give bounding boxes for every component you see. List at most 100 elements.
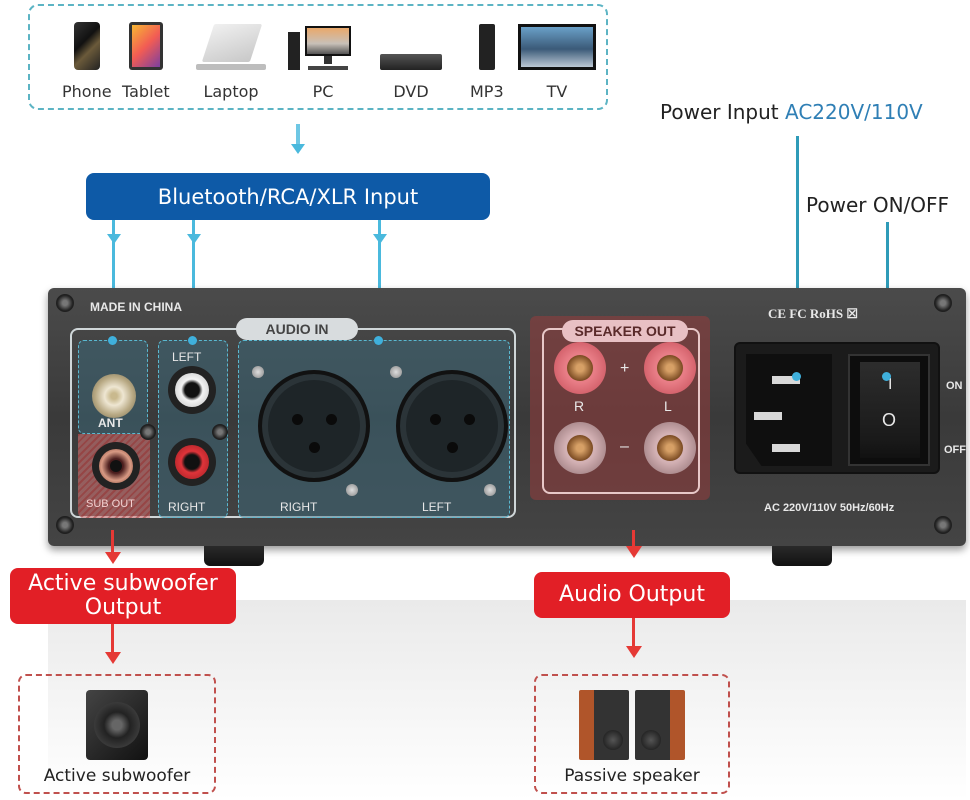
device-dvd: DVD [380, 18, 442, 101]
sub-out-label: SUB OUT [86, 498, 135, 510]
speaker-destination: Passive speaker [534, 674, 730, 794]
screw-icon [934, 516, 952, 534]
socket-blade [754, 412, 782, 420]
screw-icon [212, 424, 228, 440]
off-label: OFF [944, 444, 966, 456]
arrow-down-icon [187, 234, 201, 244]
bolt-icon [390, 366, 402, 378]
source-devices-box: Phone Tablet Laptop PC DVD MP3 TV [28, 4, 608, 110]
pointer-dot [374, 336, 383, 345]
power-spec-label: AC 220V/110V 50Hz/60Hz [764, 502, 895, 514]
xlr-left-connector [396, 370, 508, 482]
pointer-dot [188, 336, 197, 345]
ant-label: ANT [98, 416, 123, 430]
audio-arrow-line [632, 618, 635, 648]
pointer-dot [882, 372, 891, 381]
speaker-r-plus-post [554, 342, 606, 394]
bolt-icon [484, 484, 496, 496]
input-banner: Bluetooth/RCA/XLR Input [86, 173, 490, 220]
mp3-icon [478, 24, 495, 70]
sub-out-jack [92, 442, 140, 490]
arrow-down-icon [626, 646, 642, 658]
subwoofer-icon [86, 690, 148, 760]
xlr-right-label: RIGHT [280, 500, 318, 514]
amplifier-rear-panel: MADE IN CHINA AUDIO IN ANT SUB OUT LEFT … [48, 288, 966, 546]
audio-output-label: Audio Output [534, 572, 730, 618]
phone-icon [73, 22, 100, 70]
rca-left-jack [168, 366, 216, 414]
arrow-down-icon [291, 144, 305, 154]
tablet-icon [128, 22, 163, 70]
pointer-dot [792, 372, 801, 381]
sub-arrow-line [111, 530, 114, 556]
arrow-down-icon [105, 552, 121, 564]
device-laptop: Laptop [196, 18, 266, 101]
device-tv: TV [518, 18, 596, 101]
audio-in-label: AUDIO IN [236, 318, 358, 340]
device-label: PC [312, 82, 334, 101]
device-label: DVD [393, 82, 429, 101]
arrow-down-icon [105, 652, 121, 664]
speaker-l-minus-post [644, 422, 696, 474]
amp-foot [204, 546, 264, 566]
arrow-down-icon [626, 546, 642, 558]
speaker-out-label: SPEAKER OUT [562, 320, 688, 342]
device-pc: PC [288, 18, 358, 101]
power-input-line [796, 136, 799, 378]
device-label: Tablet [122, 82, 170, 101]
switch-off-glyph: O [882, 410, 897, 430]
power-module: I O [734, 342, 940, 474]
panel-reflection [48, 600, 966, 800]
xlr-right-connector [258, 370, 370, 482]
xlr-left-label: LEFT [422, 500, 452, 514]
power-rocker-switch[interactable]: I O [848, 354, 930, 466]
arrow-line-xlr [378, 220, 381, 342]
power-input-label: Power Input AC220V/110V [660, 100, 923, 124]
arrow-line-rca [192, 220, 195, 342]
screw-icon [934, 294, 952, 312]
power-input-value: AC220V/110V [784, 100, 923, 124]
socket-blade [772, 444, 800, 452]
made-in-label: MADE IN CHINA [90, 300, 182, 314]
device-mp3: MP3 [470, 18, 504, 101]
arrow-line [296, 124, 300, 146]
speaker-label: Passive speaker [564, 766, 700, 786]
screw-icon [56, 294, 74, 312]
dvd-icon [380, 54, 442, 70]
device-label: Phone [62, 82, 112, 101]
minus-label: – [620, 438, 629, 455]
device-label: TV [546, 82, 568, 101]
device-label: Laptop [203, 82, 259, 101]
screw-icon [56, 516, 74, 534]
amp-foot [772, 546, 832, 566]
speaker-l-plus-post [644, 342, 696, 394]
rca-right-label: RIGHT [168, 500, 206, 514]
pointer-dot [108, 336, 117, 345]
subwoofer-destination: Active subwoofer [18, 674, 216, 794]
screw-icon [140, 424, 156, 440]
socket-blade [772, 376, 800, 384]
bolt-icon [346, 484, 358, 496]
arrow-line-ant [112, 220, 115, 342]
sub-arrow-line [111, 624, 114, 654]
power-input-prefix: Power Input [660, 100, 785, 124]
sub-output-label: Active subwoofer Output [10, 568, 236, 624]
tv-icon [518, 24, 596, 70]
switch-on-glyph: I [888, 376, 893, 393]
speaker-l-label: L [664, 398, 672, 414]
device-tablet: Tablet [122, 18, 170, 101]
laptop-icon [196, 24, 266, 70]
device-label: MP3 [470, 82, 504, 101]
arrow-down-icon [107, 234, 121, 244]
pc-icon [288, 24, 358, 70]
power-switch-label: Power ON/OFF [806, 193, 950, 217]
subwoofer-label: Active subwoofer [43, 766, 191, 786]
rca-left-label: LEFT [172, 350, 202, 364]
antenna-connector [92, 374, 136, 418]
bolt-icon [252, 366, 264, 378]
speaker-r-minus-post [554, 422, 606, 474]
device-phone: Phone [62, 18, 112, 101]
speaker-r-label: R [574, 398, 585, 414]
passive-speaker-icon [579, 690, 685, 760]
audio-arrow-line [632, 530, 635, 550]
